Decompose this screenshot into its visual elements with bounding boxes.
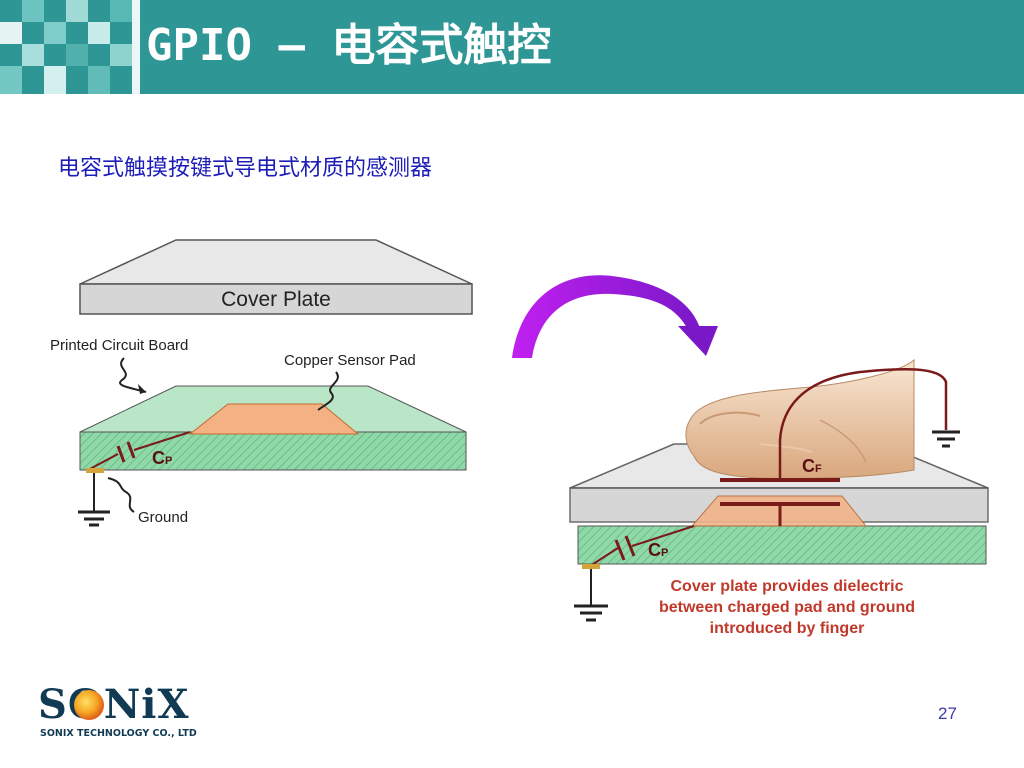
finger-ground-symbol [932,430,960,448]
page-title: GPIO – 电容式触控 [146,20,552,71]
left-cp-label: CP [152,448,172,468]
logo-sun-icon [74,690,104,720]
left-cp-capacitor [87,431,191,471]
page-number: 27 [938,704,957,723]
logo-company-name: SONIX TECHNOLOGY CO., LTD [40,728,197,739]
right-cp-capacitor [589,525,695,567]
slide-subtitle: 电容式触摸按键式导电式材质的感测器 [58,156,433,181]
copper-pad-label: Copper Sensor Pad [284,352,416,369]
right-pcb [577,525,987,565]
left-copper-sensor-pad [188,403,360,435]
left-cover-plate [79,239,473,315]
ground-pointer [107,477,135,513]
transition-arrow-head [678,326,718,356]
sonix-logo: SONiX SONIX TECHNOLOGY CO., LTD [38,684,208,744]
logo-wordmark: SONiX [38,681,190,728]
cover-plate-label: Cover Plate [221,288,331,311]
pcb-pointer [119,357,147,393]
right-cp-label: CP [648,540,668,560]
ground-label: Ground [138,509,188,526]
caption-line-2: between charged pad and ground [659,599,915,616]
left-ground-symbol [78,468,110,527]
cf-capacitor [720,367,948,526]
caption-line-3: introduced by finger [710,620,865,637]
finger-illustration [685,358,915,480]
caption-line-1: Cover plate provides dielectric [671,578,904,595]
header-mosaic-decoration [0,0,140,94]
copper-pad-pointer [317,371,339,411]
transition-arrow [512,275,700,358]
pcb-pointer-head [138,384,146,394]
title-bar: GPIO – 电容式触控 [0,0,1024,94]
pcb-label: Printed Circuit Board [50,337,188,354]
right-ground-symbol [574,564,608,622]
cf-label: CF [802,456,822,476]
